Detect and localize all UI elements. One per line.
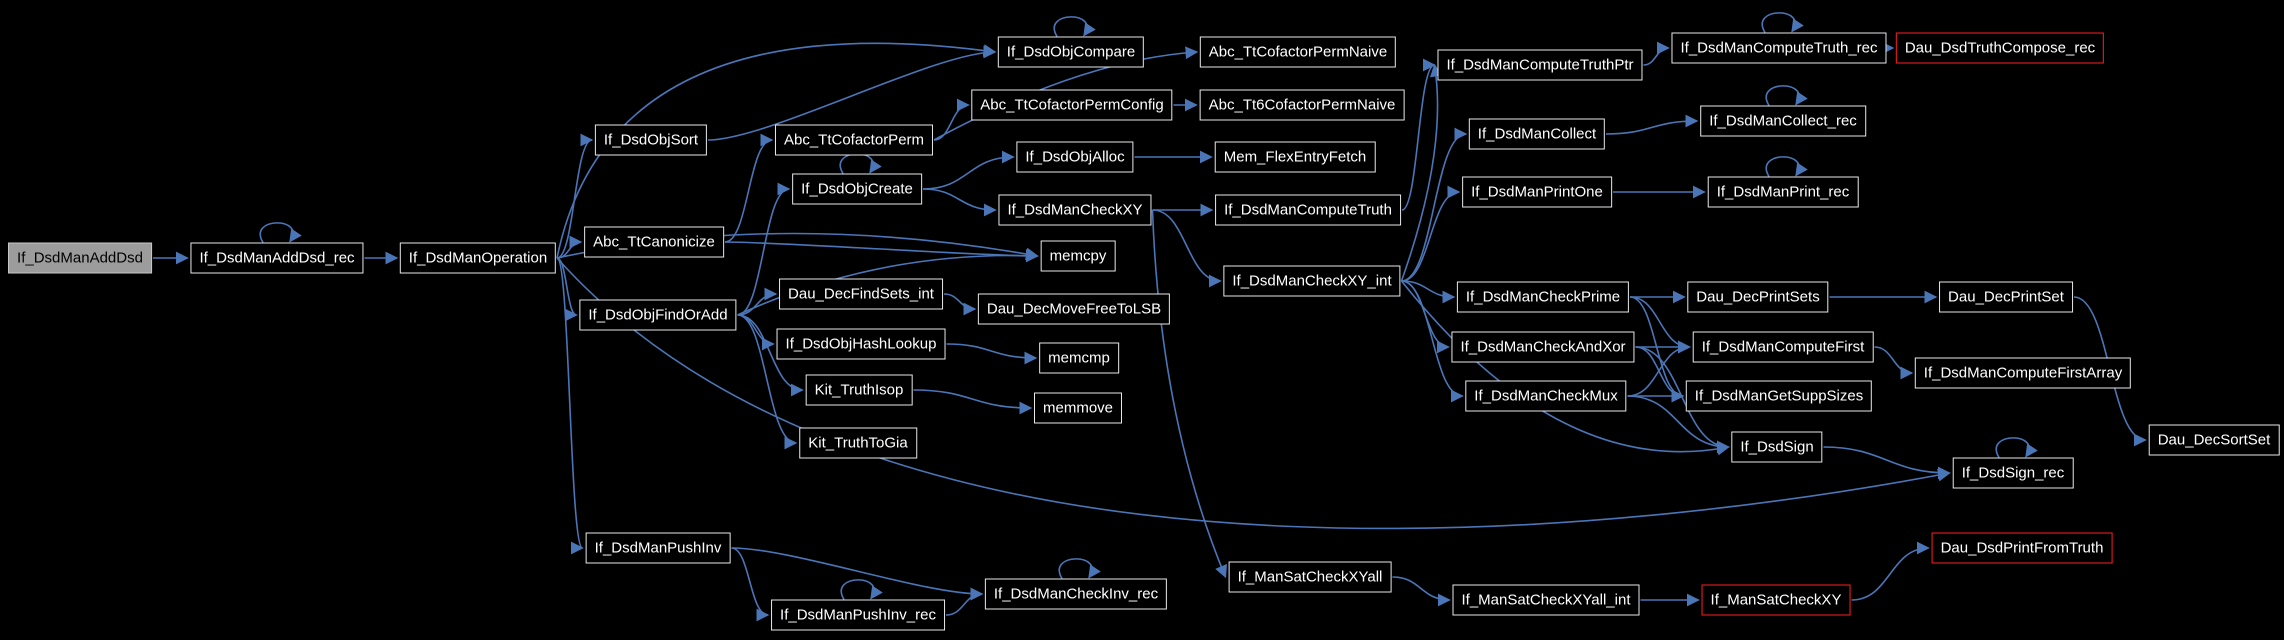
edge-computetruth--truthptr <box>1401 58 1436 211</box>
graph-node-pushinv[interactable]: If_DsdManPushInv <box>585 532 731 564</box>
graph-node-checkxy[interactable]: If_DsdManCheckXY <box>998 194 1152 226</box>
graph-node-truthcompose-rec[interactable]: Dau_DsdTruthCompose_rec <box>1895 32 2105 64</box>
graph-node-computefirst[interactable]: If_DsdManComputeFirst <box>1692 331 1874 363</box>
graph-node-memmove[interactable]: memmove <box>1033 392 1123 424</box>
edge-cofperm--permconfig <box>933 98 970 141</box>
graph-node-decprintsets[interactable]: Dau_DecPrintSets <box>1687 281 1829 313</box>
edge-satcheckxy--printfromtruth <box>1851 541 1930 601</box>
graph-node-checkmux[interactable]: If_DsdManCheckMux <box>1465 380 1627 412</box>
graph-node-hashlookup[interactable]: If_DsdObjHashLookup <box>776 328 946 360</box>
graph-node-objsort[interactable]: If_DsdObjSort <box>594 124 708 156</box>
graph-node-checkprime[interactable]: If_DsdManCheckPrime <box>1456 281 1630 313</box>
edge-truthptr--computetruth-rec <box>1643 41 1670 66</box>
graph-node-permnaive[interactable]: Abc_TtCofactorPermNaive <box>1199 36 1397 68</box>
edge-checkmux--sign <box>1627 395 1730 454</box>
graph-node-objcreate[interactable]: If_DsdObjCreate <box>792 173 922 205</box>
self-loop-pushinv-rec <box>840 579 883 600</box>
graph-node-adddsd[interactable]: If_DsdManAddDsd <box>8 242 152 274</box>
edge-objcreate--objalloc <box>922 150 1015 190</box>
edge-operation--pushinv <box>556 257 584 555</box>
edge-sign--sign-rec <box>1823 446 1951 480</box>
graph-node-decsortset[interactable]: Dau_DecSortSet <box>2148 424 2280 456</box>
edge-checkxy--checkxy-int <box>1152 209 1222 288</box>
graph-node-permconfig[interactable]: Abc_TtCofactorPermConfig <box>971 89 1173 121</box>
graph-node-sign-rec[interactable]: If_DsdSign_rec <box>1952 457 2074 489</box>
self-loop-objcompare <box>1053 16 1096 37</box>
edge-collect--collect-rec <box>1605 114 1699 135</box>
graph-node-truthisop[interactable]: Kit_TruthIsop <box>805 374 913 406</box>
graph-node-printone[interactable]: If_DsdManPrintOne <box>1462 176 1612 208</box>
graph-node-sign[interactable]: If_DsdSign <box>1731 431 1823 463</box>
graph-node-operation[interactable]: If_DsdManOperation <box>399 242 557 274</box>
graph-node-checkandxor[interactable]: If_DsdManCheckAndXor <box>1451 331 1635 363</box>
edge-findoradd--truthisop <box>737 314 804 397</box>
graph-node-tt6naive[interactable]: Abc_Tt6CofactorPermNaive <box>1199 89 1405 121</box>
edge-findsets--movefree <box>943 293 977 316</box>
edge-pushinv--pushinv-rec <box>731 547 770 622</box>
edge-cofperm--permnaive <box>933 46 1199 141</box>
edge-satxyall--satxyall-int <box>1392 576 1451 607</box>
graph-node-computetruth-rec[interactable]: If_DsdManComputeTruth_rec <box>1671 32 1887 64</box>
edge-checkxy--satxyall <box>1151 209 1227 579</box>
graph-node-satxyall[interactable]: If_ManSatCheckXYall <box>1228 561 1392 593</box>
edge-ttcanon--cofperm <box>724 133 774 243</box>
self-loop-adddsd-rec <box>259 222 302 243</box>
graph-node-movefree[interactable]: Dau_DecMoveFreeToLSB <box>977 293 1171 325</box>
graph-node-computetruth[interactable]: If_DsdManComputeTruth <box>1215 194 1401 226</box>
graph-node-memcmp[interactable]: memcmp <box>1039 342 1119 374</box>
graph-node-cofperm[interactable]: Abc_TtCofactorPerm <box>774 124 934 156</box>
graph-node-getsuppsizes[interactable]: If_DsdManGetSuppSizes <box>1685 380 1873 412</box>
graph-node-truthtogia[interactable]: Kit_TruthToGia <box>799 427 917 459</box>
edge-findoradd--objcreate <box>737 182 791 316</box>
graph-node-objalloc[interactable]: If_DsdObjAlloc <box>1016 141 1134 173</box>
edge-findoradd--findsets <box>737 287 778 316</box>
edge-checkxy-int--collect <box>1401 127 1468 282</box>
edge-pushinv--checkinv-rec <box>731 547 984 601</box>
graph-node-objcompare[interactable]: If_DsdObjCompare <box>997 36 1145 68</box>
graph-node-decprintset[interactable]: Dau_DecPrintSet <box>1939 281 2073 313</box>
edge-findoradd--memcpy <box>737 249 1039 316</box>
edge-checkxy-int--truthptr <box>1400 63 1443 282</box>
edge-computefirst--firstarray <box>1874 346 1914 380</box>
self-loop-checkinv-rec <box>1058 558 1101 579</box>
graph-node-firstarray[interactable]: If_DsdManComputeFirstArray <box>1914 357 2132 389</box>
graph-node-findoradd[interactable]: If_DsdObjFindOrAdd <box>579 299 737 331</box>
graph-node-findsets[interactable]: Dau_DecFindSets_int <box>779 278 943 310</box>
edge-truthisop--memmove <box>913 389 1033 415</box>
edge-checkxy-int--checkmux <box>1401 280 1464 403</box>
edge-objcreate--checkxy <box>922 188 997 217</box>
edge-checkxy-int--checkprime <box>1401 280 1456 304</box>
graph-node-checkxy-int[interactable]: If_DsdManCheckXY_int <box>1223 265 1401 297</box>
edge-findoradd--truthtogia <box>737 314 798 450</box>
edge-pushinv-rec--checkinv-rec <box>945 587 984 616</box>
edge-checkxy-int--sign <box>1400 280 1730 456</box>
edge-operation--objcompare <box>556 42 997 259</box>
edge-hashlookup--memcmp <box>946 343 1038 365</box>
edge-operation--sign-rec <box>556 257 1951 530</box>
graph-node-flexfetch[interactable]: Mem_FlexEntryFetch <box>1214 141 1376 173</box>
graph-node-pushinv-rec[interactable]: If_DsdManPushInv_rec <box>771 599 945 631</box>
self-loop-print-rec <box>1765 156 1808 177</box>
graph-node-adddsd-rec[interactable]: If_DsdManAddDsd_rec <box>190 242 364 274</box>
graph-node-checkinv-rec[interactable]: If_DsdManCheckInv_rec <box>984 578 1168 610</box>
graph-node-collect[interactable]: If_DsdManCollect <box>1468 118 1606 150</box>
edge-checkxy-int--printone <box>1401 185 1461 282</box>
edge-objsort--objcompare <box>707 45 997 141</box>
graph-node-satcheckxy[interactable]: If_ManSatCheckXY <box>1701 584 1851 616</box>
graph-node-memcpy[interactable]: memcpy <box>1040 240 1116 272</box>
edge-checkmux--computefirst <box>1627 340 1691 397</box>
self-loop-sign-rec <box>1995 437 2038 458</box>
graph-node-ttcanon[interactable]: Abc_TtCanonicize <box>584 226 724 258</box>
self-loop-collect-rec <box>1765 85 1808 106</box>
graph-node-truthptr[interactable]: If_DsdManComputeTruthPtr <box>1437 49 1643 81</box>
self-loop-computetruth-rec <box>1761 12 1804 33</box>
graph-node-print-rec[interactable]: If_DsdManPrint_rec <box>1707 176 1859 208</box>
graph-node-collect-rec[interactable]: If_DsdManCollect_rec <box>1700 105 1866 137</box>
graph-node-satxyall-int[interactable]: If_ManSatCheckXYall_int <box>1452 584 1640 616</box>
graph-node-printfromtruth[interactable]: Dau_DsdPrintFromTruth <box>1931 532 2113 564</box>
